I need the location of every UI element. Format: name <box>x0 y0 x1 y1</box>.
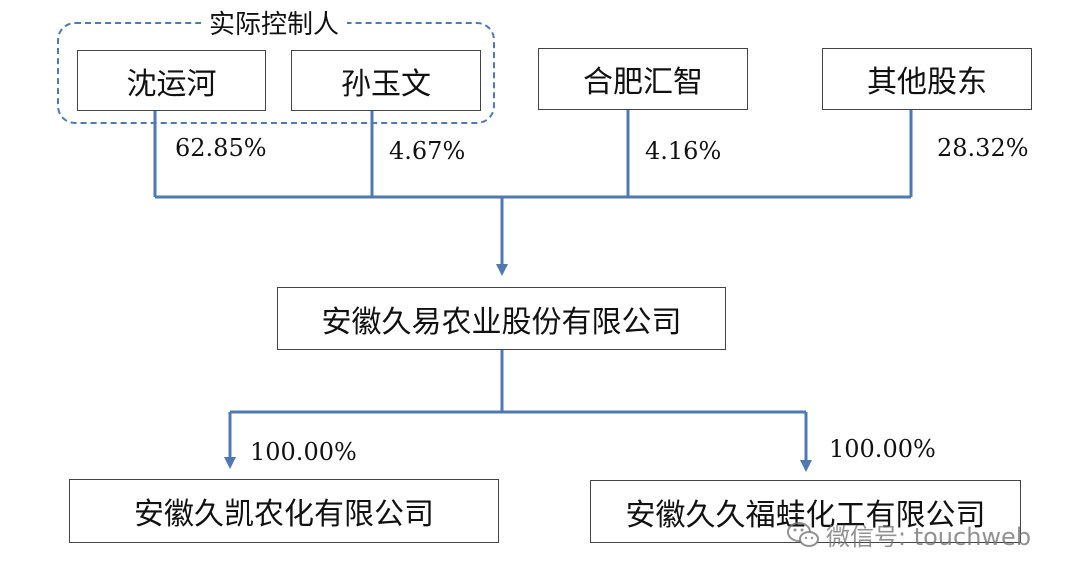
shareholder-box-hefei-huizhi: 合肥汇智 <box>538 48 748 110</box>
shareholder-percent-1: 62.85% <box>175 134 267 162</box>
company-box: 安徽久易农业股份有限公司 <box>277 287 726 350</box>
shareholder-percent-3: 4.16% <box>645 137 722 165</box>
subsidiary-percent-1: 100.00% <box>250 438 357 466</box>
subsidiary-percent-2: 100.00% <box>829 435 936 463</box>
shareholder-box-shen-yunhe: 沈运河 <box>77 50 266 111</box>
shareholder-percent-2: 4.67% <box>389 137 466 165</box>
wechat-icon <box>786 521 820 549</box>
actual-controller-label: 实际控制人 <box>201 4 348 41</box>
subsidiary-box-jiukai: 安徽久凯农化有限公司 <box>69 479 499 543</box>
shareholder-box-sun-yuwen: 孙玉文 <box>291 50 481 111</box>
watermark: 微信号: touchweb <box>786 517 1031 552</box>
shareholder-percent-4: 28.32% <box>937 134 1029 162</box>
shareholder-box-other: 其他股东 <box>822 48 1032 110</box>
watermark-text: 微信号: touchweb <box>826 523 1032 551</box>
